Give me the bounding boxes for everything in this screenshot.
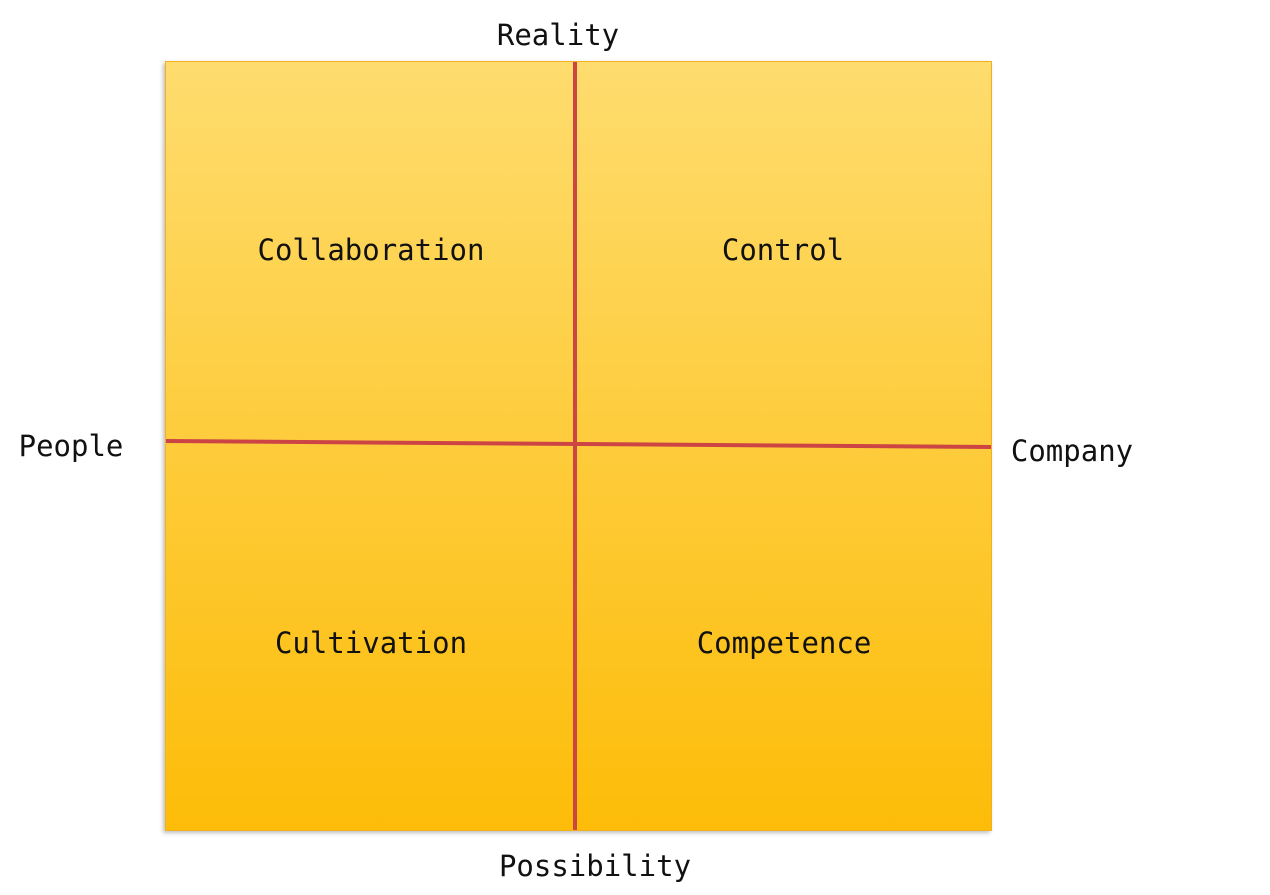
quadrant-cultivation: Cultivation [274, 626, 468, 660]
axis-label-left: People [18, 429, 124, 463]
axis-label-top: Reality [496, 18, 620, 52]
quadrant-control: Control [721, 233, 845, 267]
axis-label-bottom: Possibility [498, 849, 692, 883]
axis-label-right: Company [1010, 434, 1134, 468]
horizontal-divider [165, 439, 992, 449]
quadrant-collaboration: Collaboration [257, 233, 485, 267]
quadrant-competence: Competence [696, 626, 872, 660]
